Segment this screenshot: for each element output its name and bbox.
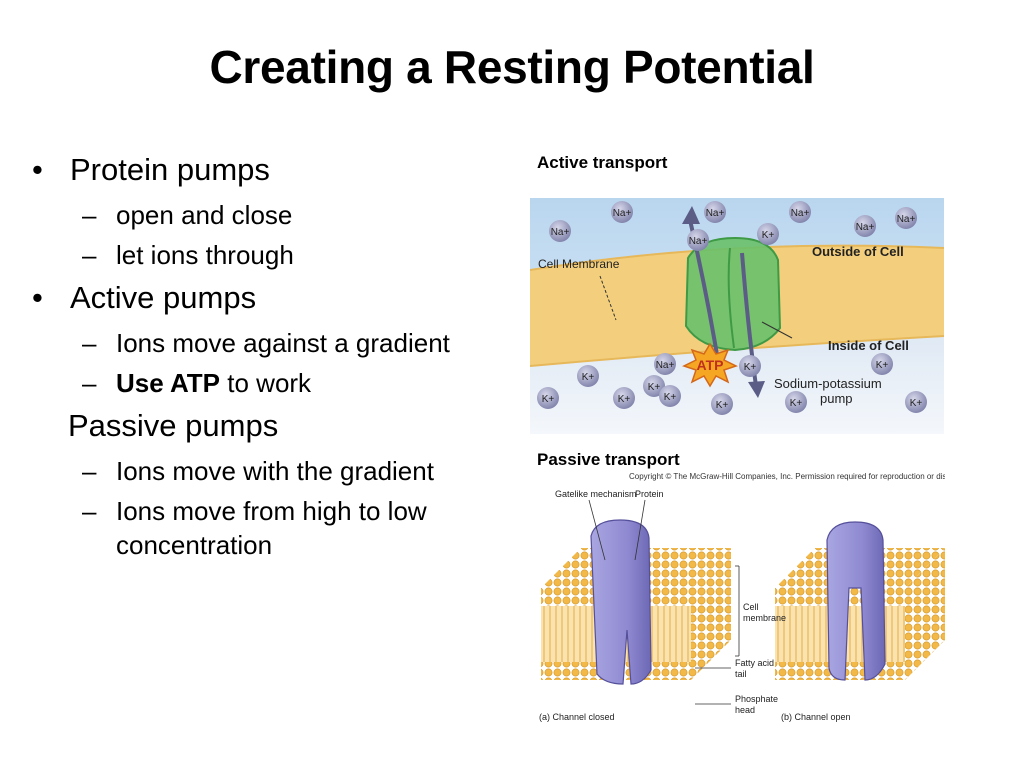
outside-of-cell-label: Outside of Cell [812, 244, 904, 259]
k-ion: K+ [757, 223, 779, 245]
sub-bullet-dash: – [82, 368, 97, 398]
na-ion-label: Na+ [689, 236, 708, 247]
k-ion: K+ [785, 391, 807, 413]
sub-bullet-dash: – [82, 496, 97, 526]
active-transport-diagram: ATP Cell Membrane Outside of Cell Inside… [530, 198, 944, 434]
na-ion: Na+ [549, 220, 571, 242]
cell-membrane-label: Cell Membrane [538, 257, 620, 271]
na-ion-label: Na+ [706, 208, 725, 219]
bullet-dot: • [32, 280, 43, 315]
fatty-acid-label: Fatty acid [735, 658, 774, 668]
na-ion-label: Na+ [551, 227, 570, 238]
k-ion: K+ [613, 387, 635, 409]
na-ion: Na+ [854, 215, 876, 237]
na-ion-label: Na+ [856, 222, 875, 233]
bullet-text: Active pumps [70, 280, 257, 315]
sub-bullet-high-low: – Ions move from high to low concentrati… [30, 494, 500, 562]
slide-title: Creating a Resting Potential [209, 41, 815, 93]
k-ion: K+ [643, 375, 665, 397]
copyright-notice: Copyright © The McGraw-Hill Companies, I… [629, 472, 945, 481]
membrane-label: membrane [743, 613, 786, 623]
k-ion-label: K+ [542, 394, 555, 405]
fatty-acid-tail-label: tail [735, 669, 747, 679]
na-ion: Na+ [789, 201, 811, 223]
k-ion-label: K+ [664, 392, 677, 403]
sub-bullet-let-ions: – let ions through [30, 238, 500, 272]
atp-label: ATP [697, 357, 724, 373]
k-ion: K+ [537, 387, 559, 409]
k-ion-label: K+ [716, 400, 729, 411]
sub-bullet-text: let ions through [116, 240, 294, 270]
sub-bullet-text: Ions move with the gradient [116, 456, 434, 486]
k-ion: K+ [659, 385, 681, 407]
na-ion-label: Na+ [656, 360, 675, 371]
sub-bullet-against-gradient: – Ions move against a gradient [30, 326, 500, 360]
phosphate-label: Phosphate [735, 694, 778, 704]
sub-bullet-text: Ions move against a gradient [116, 328, 450, 358]
protein-label: Protein [635, 489, 664, 499]
sub-bullet-use-atp: – Use ATP to work [30, 366, 500, 400]
k-ion-label: K+ [618, 394, 631, 405]
sub-bullet-text: Ions move from high to low concentration [116, 496, 427, 560]
channel-closed-label: (a) Channel closed [539, 712, 615, 722]
pump-label-line1: Sodium-potassium [774, 376, 882, 391]
na-ion: Na+ [895, 207, 917, 229]
k-ion: K+ [905, 391, 927, 413]
bullet-text: Passive pumps [68, 408, 279, 443]
k-ion: K+ [871, 353, 893, 375]
use-atp-rest: to work [220, 368, 312, 398]
pump-label-line2: pump [820, 391, 853, 406]
sub-bullet-text: open and close [116, 200, 293, 230]
active-transport-caption: Active transport [537, 153, 668, 172]
k-ion-label: K+ [910, 398, 923, 409]
inside-region [530, 336, 944, 434]
k-ion-label: K+ [582, 372, 595, 383]
cell-label: Cell [743, 602, 759, 612]
atp-star [682, 342, 738, 388]
sub-bullet-dash: – [82, 200, 97, 230]
inside-of-cell-label: Inside of Cell [828, 338, 909, 353]
na-ion: Na+ [687, 229, 709, 251]
gatelike-mechanism-label: Gatelike mechanism [555, 489, 637, 499]
k-ion: K+ [739, 355, 761, 377]
na-ion-label: Na+ [613, 208, 632, 219]
bullet-passive-pumps: Passive pumps [30, 406, 500, 446]
bullet-active-pumps: • Active pumps [30, 278, 500, 318]
na-ion: Na+ [704, 201, 726, 223]
sub-bullet-dash: – [82, 240, 97, 270]
bullet-text: Protein pumps [70, 152, 270, 187]
phosphate-head-label: head [735, 705, 755, 715]
k-ion-label: K+ [744, 362, 757, 373]
passive-transport-diagram: Copyright © The McGraw-Hill Companies, I… [539, 472, 945, 722]
k-ion: K+ [577, 365, 599, 387]
passive-transport-caption: Passive transport [537, 450, 680, 469]
bullet-protein-pumps: • Protein pumps [30, 150, 500, 190]
use-atp-bold: Use ATP [116, 368, 221, 398]
channel-protein-closed [590, 519, 652, 685]
na-ion: Na+ [611, 201, 633, 223]
bullet-list: • Protein pumps – open and close – let i… [30, 150, 500, 568]
k-ion-label: K+ [648, 382, 661, 393]
bullet-dot: • [32, 152, 43, 187]
k-ion-label: K+ [876, 360, 889, 371]
channel-protein-open [826, 521, 886, 681]
sub-bullet-dash: – [82, 456, 97, 486]
na-ion-label: Na+ [791, 208, 810, 219]
k-ion-label: K+ [762, 230, 775, 241]
na-ion: Na+ [654, 353, 676, 375]
k-ion: K+ [711, 393, 733, 415]
na-ion-label: Na+ [897, 214, 916, 225]
k-ion-label: K+ [790, 398, 803, 409]
channel-open-label: (b) Channel open [781, 712, 851, 722]
sub-bullet-dash: – [82, 328, 97, 358]
sub-bullet-with-gradient: – Ions move with the gradient [30, 454, 500, 488]
sub-bullet-open-close: – open and close [30, 198, 500, 232]
